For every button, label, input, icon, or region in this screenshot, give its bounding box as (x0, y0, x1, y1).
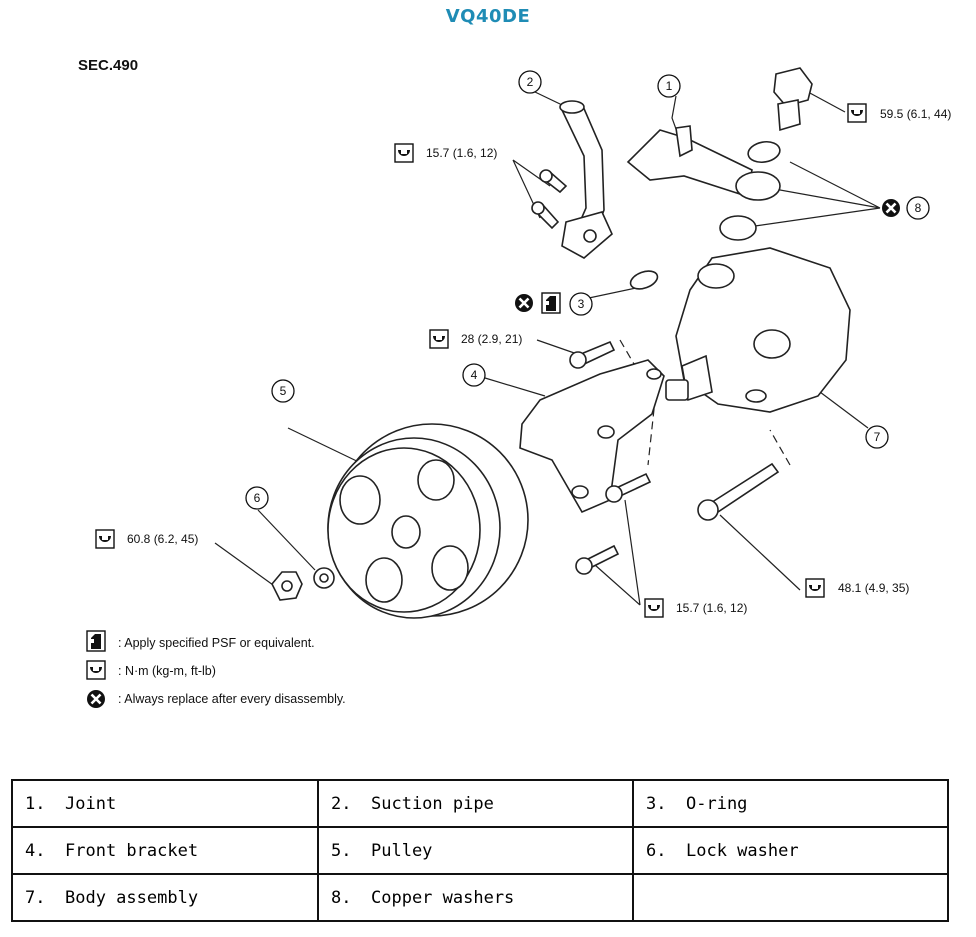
replace-x-icon (880, 197, 902, 219)
torque-wrench-icon (86, 660, 106, 680)
torque-suction: 15.7 (1.6, 12) (394, 143, 497, 163)
nut (271, 571, 303, 601)
copper-washers (719, 140, 781, 241)
legend-nm: : N·m (kg-m, ft-lb) (118, 664, 216, 678)
torque-bracket-top: 28 (2.9, 21) (429, 329, 522, 349)
svg-text:2: 2 (527, 75, 534, 89)
torque-wrench-icon (644, 598, 664, 618)
replace-x-icon (85, 688, 107, 710)
torque-label: 59.5 (6.1, 44) (880, 107, 951, 121)
svg-text:6: 6 (254, 491, 261, 505)
torque-label: 28 (2.9, 21) (461, 332, 522, 346)
diagram-title: VQ40DE (445, 6, 531, 27)
torque-nut: 60.8 (6.2, 45) (95, 529, 198, 549)
pump-body (665, 247, 851, 413)
replace-x-icon (513, 292, 535, 314)
svg-text:7: 7 (874, 430, 881, 444)
psf-icon (541, 292, 561, 314)
svg-text:5: 5 (280, 384, 287, 398)
psf-icon (86, 630, 106, 652)
table-cell: 5.Pulley (317, 826, 634, 875)
o-ring (629, 270, 659, 290)
front-bracket (519, 359, 665, 514)
callout-4: 4 (462, 363, 486, 387)
torque-wrench-icon (429, 329, 449, 349)
torque-bracket-low: 15.7 (1.6, 12) (644, 598, 747, 618)
table-cell: 3.O-ring (632, 779, 949, 828)
suction-pipe (559, 100, 613, 259)
svg-text:8: 8 (915, 201, 922, 215)
leader-lines (214, 91, 881, 606)
callout-5: 5 (271, 379, 295, 403)
svg-text:3: 3 (578, 297, 585, 311)
table-cell: 8.Copper washers (317, 873, 634, 922)
torque-top-right: 59.5 (6.1, 44) (847, 103, 951, 123)
pulley (327, 423, 529, 619)
table-row: 7.Body assembly 8.Copper washers (11, 873, 949, 922)
parts-table: 1.Joint 2.Suction pipe 3.O-ring 4.Front … (11, 779, 949, 922)
section-label: SEC.490 (78, 57, 138, 74)
svg-text:4: 4 (471, 368, 478, 382)
table-row: 4.Front bracket 5.Pulley 6.Lock washer (11, 826, 949, 875)
suction-pipe-bolts (531, 169, 568, 230)
joint (626, 125, 753, 198)
callout-6: 6 (245, 486, 269, 510)
callout-8: 8 (906, 196, 930, 220)
table-cell: 6.Lock washer (632, 826, 949, 875)
torque-label: 15.7 (1.6, 12) (426, 146, 497, 160)
exploded-view-diagram: SEC.490 59.5 (6.1, 44) 15.7 (1.6, 12) 28… (78, 57, 951, 710)
table-cell: 2.Suction pipe (317, 779, 634, 828)
legend-replace: : Always replace after every disassembly… (118, 692, 346, 706)
callout-3: 3 (569, 292, 593, 316)
torque-label: 15.7 (1.6, 12) (676, 601, 747, 615)
torque-body-bolt: 48.1 (4.9, 35) (805, 578, 909, 598)
callout-2: 2 (518, 70, 542, 94)
svg-text:1: 1 (666, 79, 673, 93)
torque-wrench-icon (847, 103, 867, 123)
callout-1: 1 (657, 74, 681, 98)
table-row: 1.Joint 2.Suction pipe 3.O-ring (11, 779, 949, 828)
callout-7: 7 (865, 425, 889, 449)
table-cell: 1.Joint (11, 779, 319, 828)
table-cell: 4.Front bracket (11, 826, 319, 875)
legend-psf: : Apply specified PSF or equivalent. (118, 636, 315, 650)
table-cell: 7.Body assembly (11, 873, 319, 922)
body-bolt (697, 462, 780, 521)
legend: : Apply specified PSF or equivalent. : N… (85, 630, 346, 710)
torque-wrench-icon (95, 529, 115, 549)
torque-wrench-icon (394, 143, 414, 163)
torque-label: 48.1 (4.9, 35) (838, 581, 909, 595)
lock-washer (313, 567, 335, 589)
fitting-bolt (773, 67, 813, 132)
torque-label: 60.8 (6.2, 45) (127, 532, 198, 546)
table-cell (632, 873, 949, 922)
bracket-bolts (569, 340, 652, 575)
torque-wrench-icon (805, 578, 825, 598)
